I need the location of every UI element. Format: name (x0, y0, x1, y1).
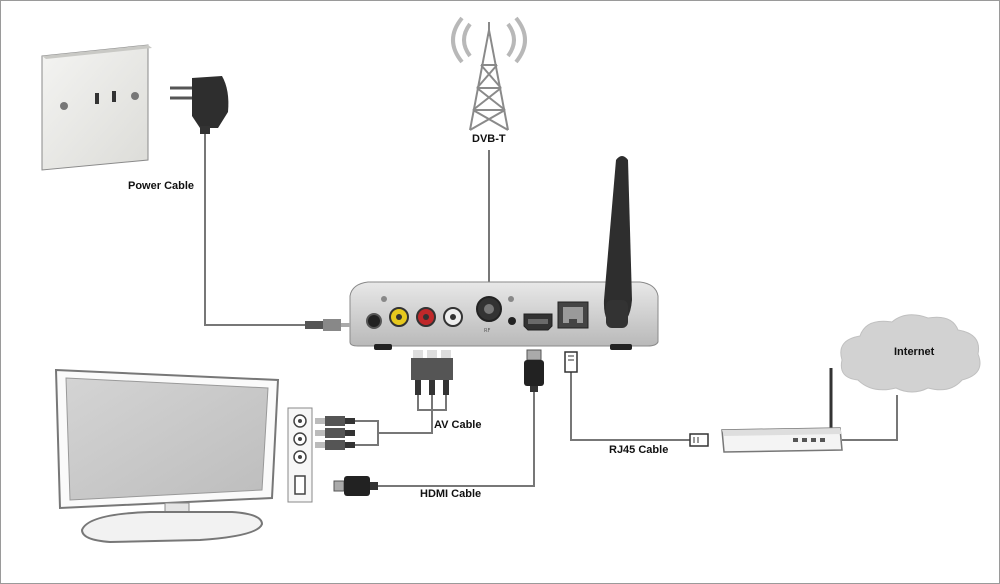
router-icon (721, 368, 843, 453)
power-adapter-icon (170, 76, 229, 134)
tv-rca-plug-icon (315, 416, 355, 450)
set-top-box-icon: RF (349, 281, 659, 350)
rca-plug-icon (411, 350, 453, 395)
av-cable-label: AV Cable (434, 419, 482, 431)
rj45-cable-line (570, 372, 690, 441)
wifi-antenna-icon (603, 156, 632, 328)
dvbt-label: DVB-T (472, 133, 506, 145)
television-icon (54, 368, 280, 544)
internet-label: Internet (894, 346, 935, 358)
tv-hdmi-plug-icon (333, 476, 378, 496)
internet-cable-line (842, 395, 898, 441)
svg-text:RF: RF (484, 328, 490, 334)
cloud-icon (840, 314, 981, 393)
hdmi-cable-line (378, 390, 535, 487)
wall-outlet-icon (41, 44, 152, 171)
power-plug-icon (305, 319, 351, 331)
tv-input-panel (287, 407, 313, 503)
power-cable-line (204, 130, 305, 326)
av-cable-line (355, 395, 447, 446)
rj45-cable-label: RJ45 Cable (609, 444, 669, 456)
rj45-plug-icon (564, 351, 578, 373)
hdmi-cable-label: HDMI Cable (420, 488, 482, 500)
power-cable-label: Power Cable (128, 180, 195, 192)
rj45-router-plug-icon (689, 433, 709, 447)
antenna-tower-icon (451, 16, 527, 131)
hdmi-plug-icon (524, 349, 544, 392)
